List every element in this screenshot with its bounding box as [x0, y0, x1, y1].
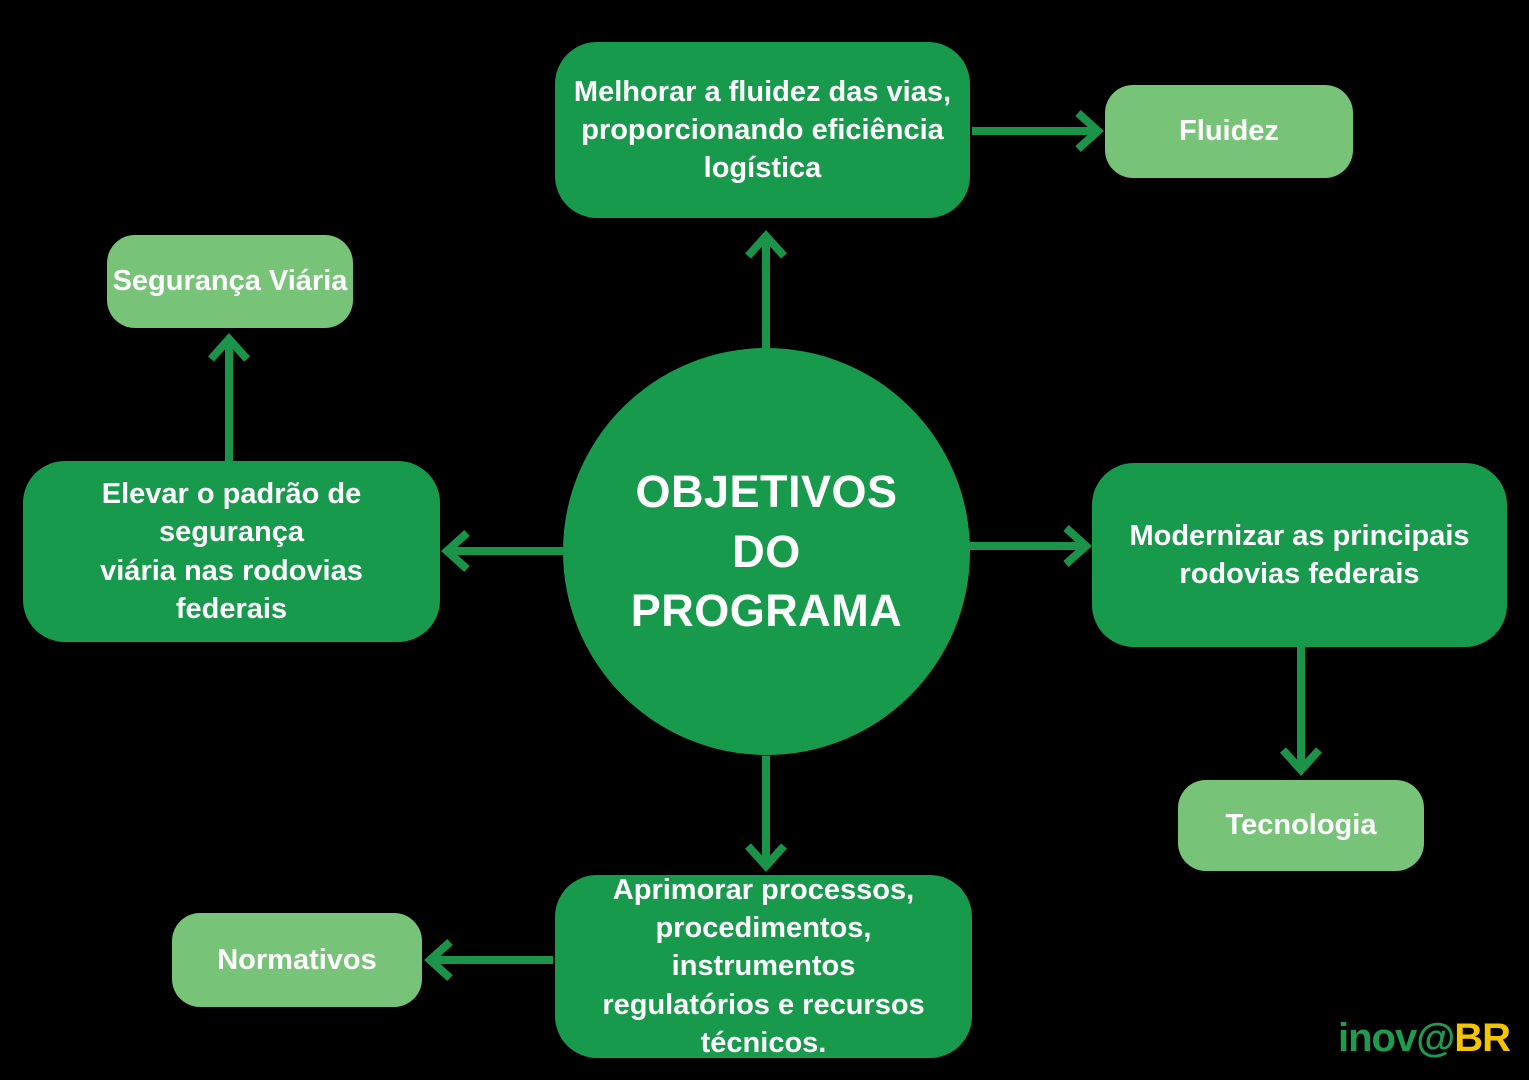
arrow-center-to-top-head: [745, 230, 787, 259]
arrow-center-to-bottom-head: [745, 843, 787, 872]
arrow-center-to-left-head: [441, 530, 470, 572]
objective-box-aprimorar: Aprimorar processos, procedimentos, inst…: [555, 874, 972, 1059]
arrow-left-to-seguranca-head: [208, 333, 250, 362]
tag-label-tecnologia: Tecnologia: [1225, 809, 1377, 841]
tag-normativos: Normativos: [172, 913, 422, 1007]
arrow-center-to-right-head: [1063, 525, 1092, 567]
central-title: OBJETIVOS DO PROGRAMA: [630, 466, 903, 637]
tag-fluidez: Fluidez: [1105, 85, 1353, 178]
objective-text-bottom: Aprimorar processos, procedimentos, inst…: [602, 873, 925, 1059]
objective-text-left: Elevar o padrão de segurança viária nas …: [100, 477, 363, 625]
tag-label-seguranca-viaria: Segurança Viária: [112, 265, 348, 297]
arrow-bottom-to-normativos-head: [424, 939, 453, 981]
inovabr-logo: inov@BR: [1338, 1016, 1511, 1061]
objective-box-fluidez: Melhorar a fluidez das vias, proporciona…: [555, 42, 970, 218]
central-circle-objetivos-do-programa: OBJETIVOS DO PROGRAMA: [563, 348, 970, 755]
objective-text-right: Modernizar as principais rodovias federa…: [1129, 519, 1470, 590]
objective-text-top: Melhorar a fluidez das vias, proporciona…: [573, 75, 952, 185]
tag-tecnologia: Tecnologia: [1178, 780, 1424, 871]
inovabr-logo-green-part: inov@: [1338, 1016, 1455, 1060]
objective-box-seguranca: Elevar o padrão de segurança viária nas …: [23, 461, 440, 642]
objective-box-modernizar: Modernizar as principais rodovias federa…: [1092, 463, 1507, 647]
tag-label-normativos: Normativos: [217, 943, 377, 976]
arrow-top-to-fluidez-head: [1075, 110, 1104, 152]
tag-label-fluidez: Fluidez: [1179, 115, 1279, 147]
arrow-right-to-tecnologia-head: [1280, 747, 1322, 776]
inovabr-logo-yellow-part: BR: [1454, 1016, 1511, 1060]
tag-seguranca-viaria: Segurança Viária: [107, 235, 353, 328]
